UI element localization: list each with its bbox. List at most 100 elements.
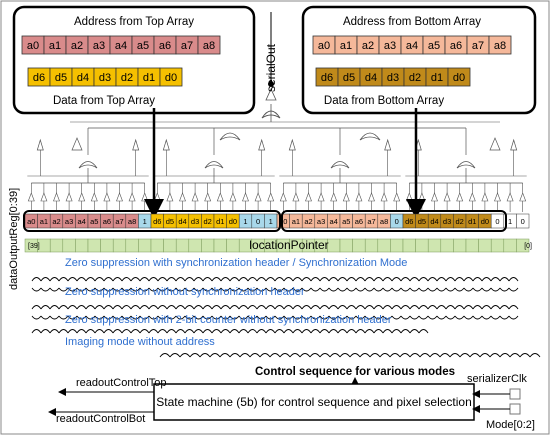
mode1-bottom-arc-42 <box>409 287 420 292</box>
state-machine-label: State machine (5b) for control sequence … <box>156 395 472 409</box>
bot-data-cell-text-3: d3 <box>387 72 399 84</box>
pointer-cell-34 <box>453 238 467 253</box>
top-data-cell-6 <box>159 67 183 87</box>
register-cell-text-30: d6 <box>405 217 413 226</box>
mode4-arc-28 <box>439 353 451 358</box>
mode3-arc-12 <box>139 329 150 334</box>
left-edge-buffer <box>71 137 83 151</box>
mode2-top-arc-21 <box>220 305 231 310</box>
mode2-bottom-arc-17 <box>184 315 195 320</box>
mode2-bottom-arc-39 <box>382 315 393 320</box>
register-cell-text-24: a4 <box>330 217 338 226</box>
mode1-bottom-arc-11 <box>130 287 141 292</box>
pointer-cell-9 <box>138 238 152 253</box>
mode1-top-arc-4 <box>67 277 78 282</box>
mode2-top-arc-10 <box>121 305 132 310</box>
mode3-arc-3 <box>58 329 69 334</box>
mode2-top-arc-8 <box>103 305 114 310</box>
mode4-arc-25 <box>409 353 421 358</box>
mode2-top-arc-5 <box>76 305 87 310</box>
mode1-top-arc-34 <box>337 277 348 282</box>
mode2-top-arc-33 <box>328 305 339 310</box>
mode1-bottom-arc-50 <box>481 287 492 292</box>
mode1-bottom-arc-23 <box>238 287 249 292</box>
mode2-top-arc-20 <box>211 305 222 310</box>
bot-addr-cell-text-0: a0 <box>318 40 330 52</box>
mode2-top-arc-36 <box>355 305 366 310</box>
mode2-bottom-arc-3 <box>58 315 69 320</box>
mode2-top-arc-25 <box>256 305 267 310</box>
mode1-bottom-arc-12 <box>139 287 150 292</box>
register-cell-text-32: d4 <box>430 217 438 226</box>
pointer-cell-4 <box>75 238 89 253</box>
pointer-cell-3 <box>62 238 76 253</box>
mode3-arc-8 <box>103 329 114 334</box>
mode2-bottom-arc-2 <box>49 315 60 320</box>
mode2-bottom-arc-27 <box>274 315 285 320</box>
mode1-bottom-arc-8 <box>103 287 114 292</box>
mode2-top-arc-18 <box>193 305 204 310</box>
register-cell-text-37: 0 <box>495 217 499 226</box>
mode2-top-arc-40 <box>391 305 402 310</box>
mode2-bottom-arc-5 <box>76 315 87 320</box>
mode1-top-arc-21 <box>220 277 231 282</box>
register-cell-text-5: a5 <box>90 217 98 226</box>
register-cell-text-39: 0 <box>521 217 525 226</box>
left-combine-gate <box>219 132 241 141</box>
mode4-arc-6 <box>219 353 231 358</box>
mode2-bottom-arc-4 <box>67 315 78 320</box>
mode2-bottom-arc-51 <box>490 315 501 320</box>
register-cell-text-27: a7 <box>367 217 375 226</box>
serializer-clk-label: serializerClk <box>467 373 527 385</box>
mode4-arc-33 <box>489 353 501 358</box>
mode1-top-arc-18 <box>193 277 204 282</box>
mode1-bottom-arc-3 <box>58 287 69 292</box>
mode1-top-arc-8 <box>103 277 114 282</box>
mode1-top-arc-41 <box>400 277 411 282</box>
mode4-arc-0 <box>159 353 171 358</box>
mode1-top-arc-44 <box>427 277 438 282</box>
top-data-cell-text-4: d2 <box>121 72 133 84</box>
mode1-top-arc-27 <box>274 277 285 282</box>
mode3-arc-22 <box>229 329 240 334</box>
mode4-arc-10 <box>259 353 271 358</box>
mode2-bottom-arc-49 <box>472 315 483 320</box>
mode4-arc-34 <box>499 353 511 358</box>
mode1-top-arc-25 <box>256 277 267 282</box>
top-data-cell-text-0: d6 <box>33 72 45 84</box>
mode2-bottom-arc-25 <box>256 315 267 320</box>
top-addr-cell-8 <box>197 35 221 55</box>
mode3-arc-6 <box>85 329 96 334</box>
mode3-arc-14 <box>157 329 168 334</box>
mode2-top-arc-37 <box>364 305 375 310</box>
mode1-top-arc-19 <box>202 277 213 282</box>
mode2-top-arc-29 <box>292 305 303 310</box>
mode2-bottom-arc-12 <box>139 315 150 320</box>
mode1-top-arc-30 <box>301 277 312 282</box>
pointer-cell-30 <box>402 238 416 253</box>
mode1-bottom-arc-44 <box>427 287 438 292</box>
mode1-bottom-arc-20 <box>211 287 222 292</box>
mode1-top-arc-13 <box>148 277 159 282</box>
mode2-bottom-arc-41 <box>400 315 411 320</box>
mode-label-1: Zero suppression with synchronization he… <box>65 257 407 269</box>
mode2-top-arc-6 <box>85 305 96 310</box>
mode2-top-arc-1 <box>40 305 51 310</box>
mode2-top-arc-27 <box>274 305 285 310</box>
mode3-arc-32 <box>319 329 330 334</box>
mode1-bottom-arc-47 <box>454 287 465 292</box>
mode2-top-arc-45 <box>436 305 447 310</box>
register-cell-text-0: a0 <box>27 217 35 226</box>
mode2-bottom-arc-23 <box>238 315 249 320</box>
mode1-top-arc-53 <box>508 277 519 282</box>
mode1-bottom-arc-29 <box>292 287 303 292</box>
mode3-arc-26 <box>265 329 276 334</box>
mode3-arc-0 <box>31 329 42 334</box>
mode3-arc-16 <box>175 329 186 334</box>
register-cell-text-4: a4 <box>78 217 86 226</box>
pointer-cell-33 <box>440 238 454 253</box>
bot-addr-cell-text-1: a1 <box>340 40 352 52</box>
group-or-gate-1 <box>204 161 224 169</box>
pointer-cell-6 <box>100 238 114 253</box>
